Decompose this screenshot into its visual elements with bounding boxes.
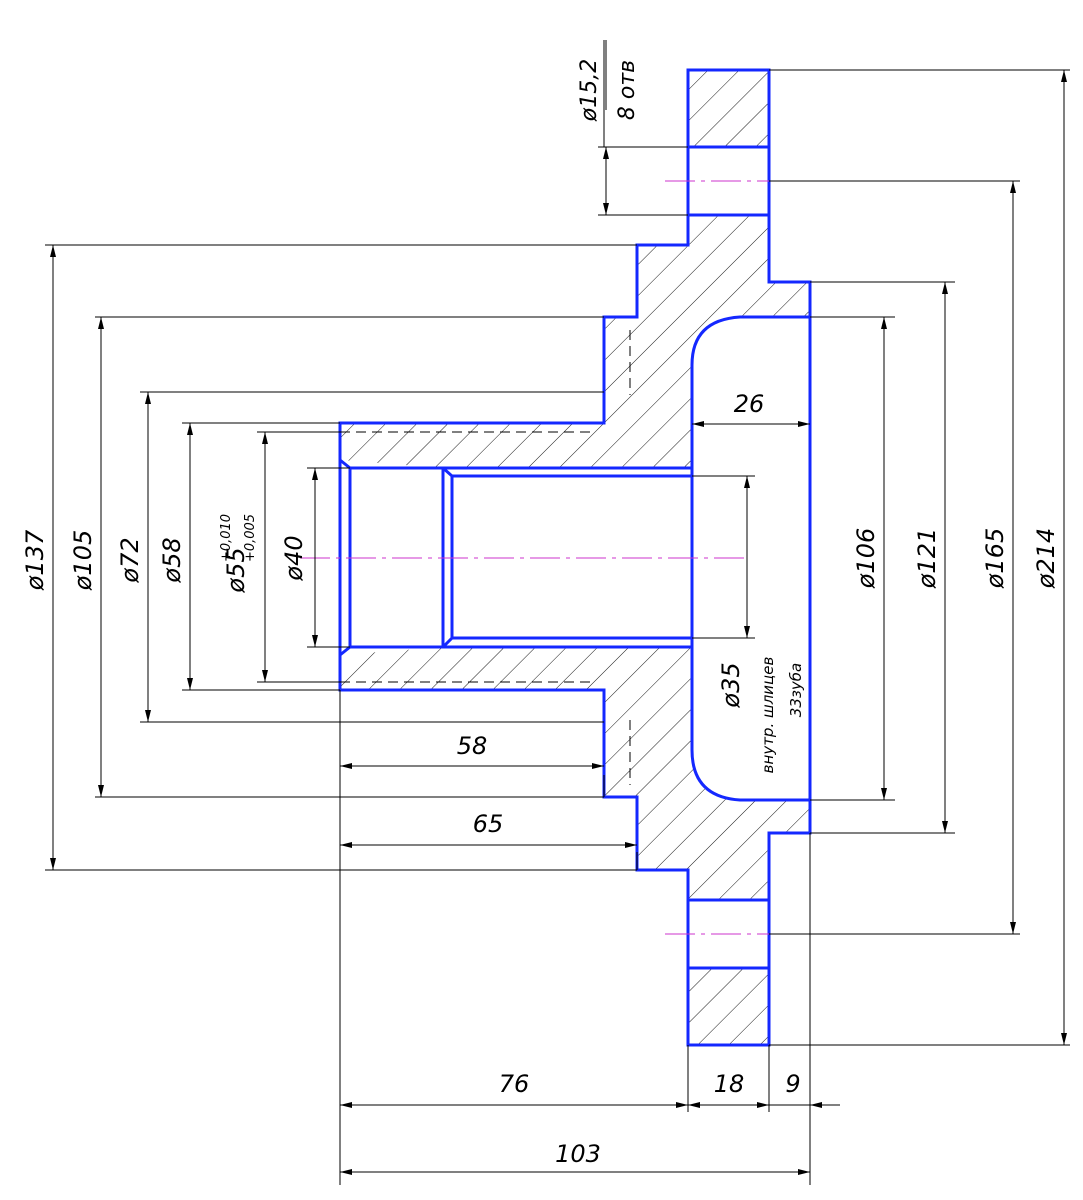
dim-d55: ø55 xyxy=(222,547,250,593)
dim-d137: ø137 xyxy=(21,529,49,591)
dim-l18: 18 xyxy=(714,1070,745,1098)
spline-diameter-label: ø35 xyxy=(717,662,745,708)
part-outline xyxy=(338,68,812,1047)
dim-d40: ø40 xyxy=(280,535,308,581)
dim-d58: ø58 xyxy=(158,537,186,583)
dim-l103: 103 xyxy=(555,1140,601,1168)
dim-d214: ø214 xyxy=(1032,528,1060,590)
dim-d121: ø121 xyxy=(913,528,941,590)
dim-l76: 76 xyxy=(499,1070,530,1098)
section-hatching xyxy=(340,70,810,1045)
spline-type-label: внутр. шлицев xyxy=(759,657,777,774)
dim-d55-lower-tol: +0,005 xyxy=(243,514,258,562)
dim-9-lines xyxy=(605,40,840,1108)
dim-d105: ø105 xyxy=(69,530,97,592)
dim-l65: 65 xyxy=(473,810,504,838)
hole-diameter-label: ø15,2 xyxy=(577,59,602,122)
dim-d72: ø72 xyxy=(116,537,144,583)
dim-l58: 58 xyxy=(457,732,488,760)
extension-lines xyxy=(45,40,1070,1185)
dimension-lines xyxy=(50,70,1067,1175)
dim-l26: 26 xyxy=(734,390,765,418)
dim-l9: 9 xyxy=(785,1070,800,1098)
hole-count-label: 8 отв xyxy=(615,60,640,120)
hidden-lines xyxy=(340,330,631,785)
dim-d165: ø165 xyxy=(981,528,1009,590)
dim-d106: ø106 xyxy=(852,528,880,590)
spline-teeth-label: 33зуба xyxy=(787,663,805,717)
dim-d55-upper-tol: +0,010 xyxy=(219,514,234,562)
dimension-labels: ø137 ø105 ø72 ø58 ø55 +0,010 +0,005 ø40 … xyxy=(21,59,1060,1168)
